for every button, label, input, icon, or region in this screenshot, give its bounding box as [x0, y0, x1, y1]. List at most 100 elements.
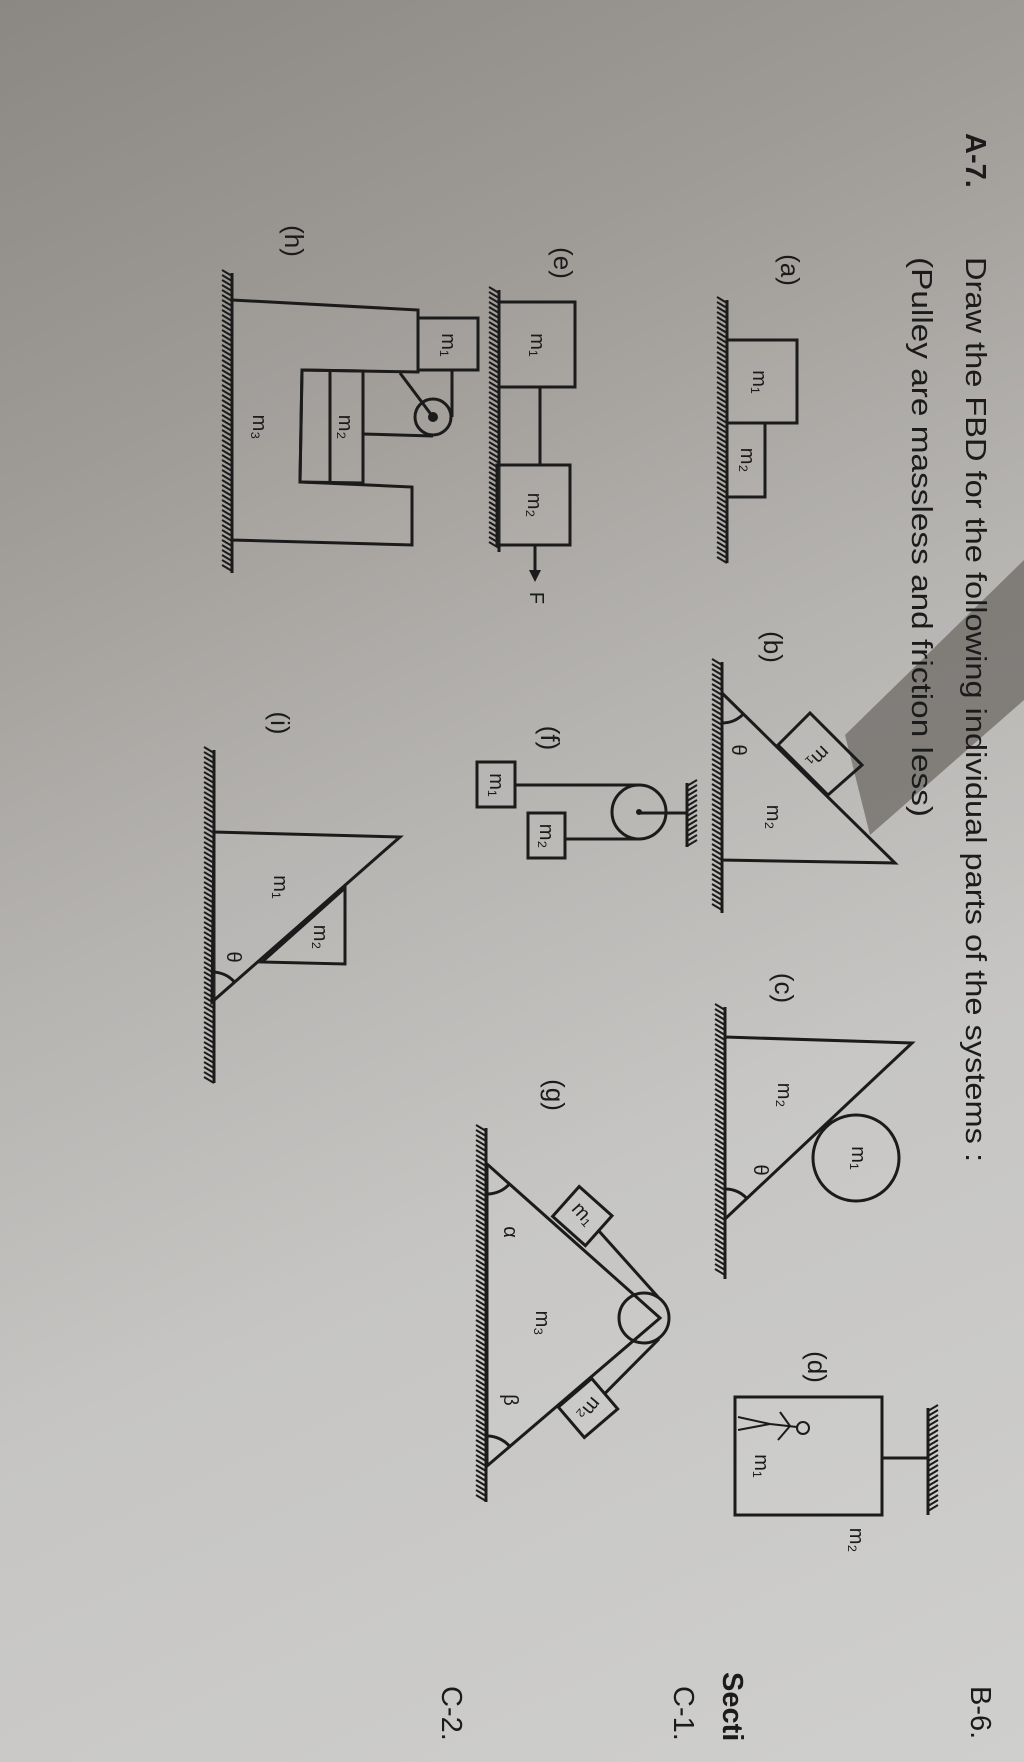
hatch-mark [203, 776, 215, 784]
hatch-mark [475, 1159, 487, 1167]
hatch-mark [716, 361, 728, 369]
hatch-mark [203, 1071, 215, 1079]
pulley-axle [428, 412, 438, 422]
hatch-mark [714, 1028, 726, 1036]
label-c2: C-2. [435, 1686, 467, 1741]
ceiling [926, 1404, 939, 1515]
hatch-mark [716, 356, 728, 364]
hatch-mark [711, 678, 723, 686]
hatch-mark [475, 1409, 487, 1417]
figure-a-label: (a) [775, 254, 805, 286]
angle-arc [486, 1434, 511, 1448]
hatch-mark [716, 426, 728, 434]
hatch-mark [475, 1329, 487, 1337]
hatch-mark [714, 1233, 726, 1241]
hatch-mark [221, 499, 233, 507]
hatch-mark [221, 344, 233, 352]
hatch-mark [711, 723, 723, 731]
hatch-mark [711, 693, 723, 701]
hatch-mark [488, 306, 500, 314]
hatch-mark [221, 324, 233, 332]
hatch-mark [716, 521, 728, 529]
hatch-mark [203, 781, 215, 789]
hatch-mark [686, 809, 698, 817]
hatch-mark [203, 816, 215, 824]
hatch-mark [475, 1359, 487, 1367]
hatch-mark [714, 1248, 726, 1256]
hatch-mark [221, 424, 233, 432]
angle-label: α [499, 1226, 521, 1238]
hatch-mark [475, 1469, 487, 1477]
hatch-mark [475, 1494, 487, 1502]
hatch-mark [714, 1108, 726, 1116]
string [603, 1337, 661, 1395]
hatch-mark [716, 406, 728, 414]
label-section: Secti [716, 1672, 748, 1741]
hatch-mark [221, 554, 233, 562]
hatch-mark [716, 466, 728, 474]
figure-e-label: (e) [548, 247, 578, 279]
hatch-mark [714, 1228, 726, 1236]
hatch-mark [716, 501, 728, 509]
hatch-mark [711, 763, 723, 771]
hatch-mark [203, 826, 215, 834]
hatch-mark [488, 416, 500, 424]
hatch-mark [716, 496, 728, 504]
hatch-mark [203, 1006, 215, 1014]
hatch-mark [221, 289, 233, 297]
hatch-mark [686, 779, 698, 787]
hatch-mark [686, 789, 698, 797]
hatch-mark [711, 843, 723, 851]
hatch-mark [714, 1263, 726, 1271]
hatch-mark [714, 1188, 726, 1196]
hatch-mark [714, 1018, 726, 1026]
hatch-mark [475, 1449, 487, 1457]
hatch-mark [203, 836, 215, 844]
hatch-mark [221, 479, 233, 487]
block-m2 [495, 463, 572, 547]
angle-arc [486, 1182, 511, 1196]
figure-d: (d) m₁ m₂ [733, 1351, 939, 1552]
mass-label: m₂ [309, 925, 331, 949]
hatch-mark [711, 868, 723, 876]
wedge-m2 [258, 884, 347, 966]
hatch-mark [475, 1224, 487, 1232]
hatch-mark [488, 421, 500, 429]
block-m1 [775, 710, 865, 798]
hatch-mark [714, 1003, 726, 1011]
hatch-mark [686, 804, 698, 812]
hatch-mark [716, 381, 728, 389]
hatch-mark [488, 401, 500, 409]
hatch-mark [711, 743, 723, 751]
hatch-mark [475, 1234, 487, 1242]
hatch-mark [711, 663, 723, 671]
hatch-mark [475, 1299, 487, 1307]
hatch-mark [203, 1026, 215, 1034]
hatch-mark [714, 1173, 726, 1181]
hatch-mark [475, 1289, 487, 1297]
hatch-mark [488, 386, 500, 394]
hatch-mark [203, 1051, 215, 1059]
hatch-mark [714, 1023, 726, 1031]
hatch-mark [716, 556, 728, 564]
hatch-mark [221, 404, 233, 412]
hatch-mark [927, 1434, 939, 1442]
hatch-mark [475, 1399, 487, 1407]
hatch-mark [475, 1384, 487, 1392]
hatch-mark [716, 391, 728, 399]
hatch-mark [716, 376, 728, 384]
mass-label: m₂ [736, 448, 758, 472]
hatch-mark [927, 1464, 939, 1472]
hatch-mark [221, 369, 233, 377]
figure-g-label: (g) [540, 1079, 570, 1111]
hatch-mark [716, 451, 728, 459]
hatch-mark [221, 439, 233, 447]
hatch-mark [686, 814, 698, 822]
hatch-mark [716, 551, 728, 559]
hatch-mark [475, 1294, 487, 1302]
hatch-mark [475, 1209, 487, 1217]
hatch-mark [714, 1203, 726, 1211]
hatch-mark [927, 1494, 939, 1502]
hatch-mark [714, 1053, 726, 1061]
hatch-mark [714, 1183, 726, 1191]
